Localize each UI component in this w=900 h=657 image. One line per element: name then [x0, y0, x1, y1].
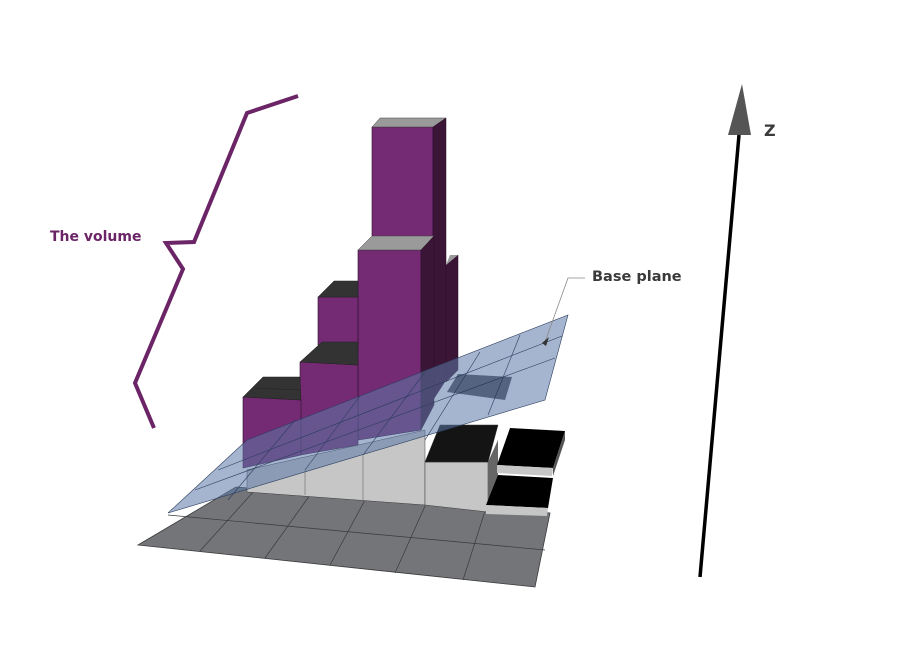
base-plane-leader: [542, 277, 585, 346]
base-plane-label: Base plane: [592, 269, 682, 285]
z-axis-label: Z: [764, 121, 776, 140]
base-plane: [167, 314, 569, 514]
ground-grid: [136, 486, 551, 588]
z-axis-arrow-icon: [698, 84, 751, 578]
volume-brace-icon: [132, 94, 299, 429]
volume-label: The volume: [50, 229, 142, 245]
